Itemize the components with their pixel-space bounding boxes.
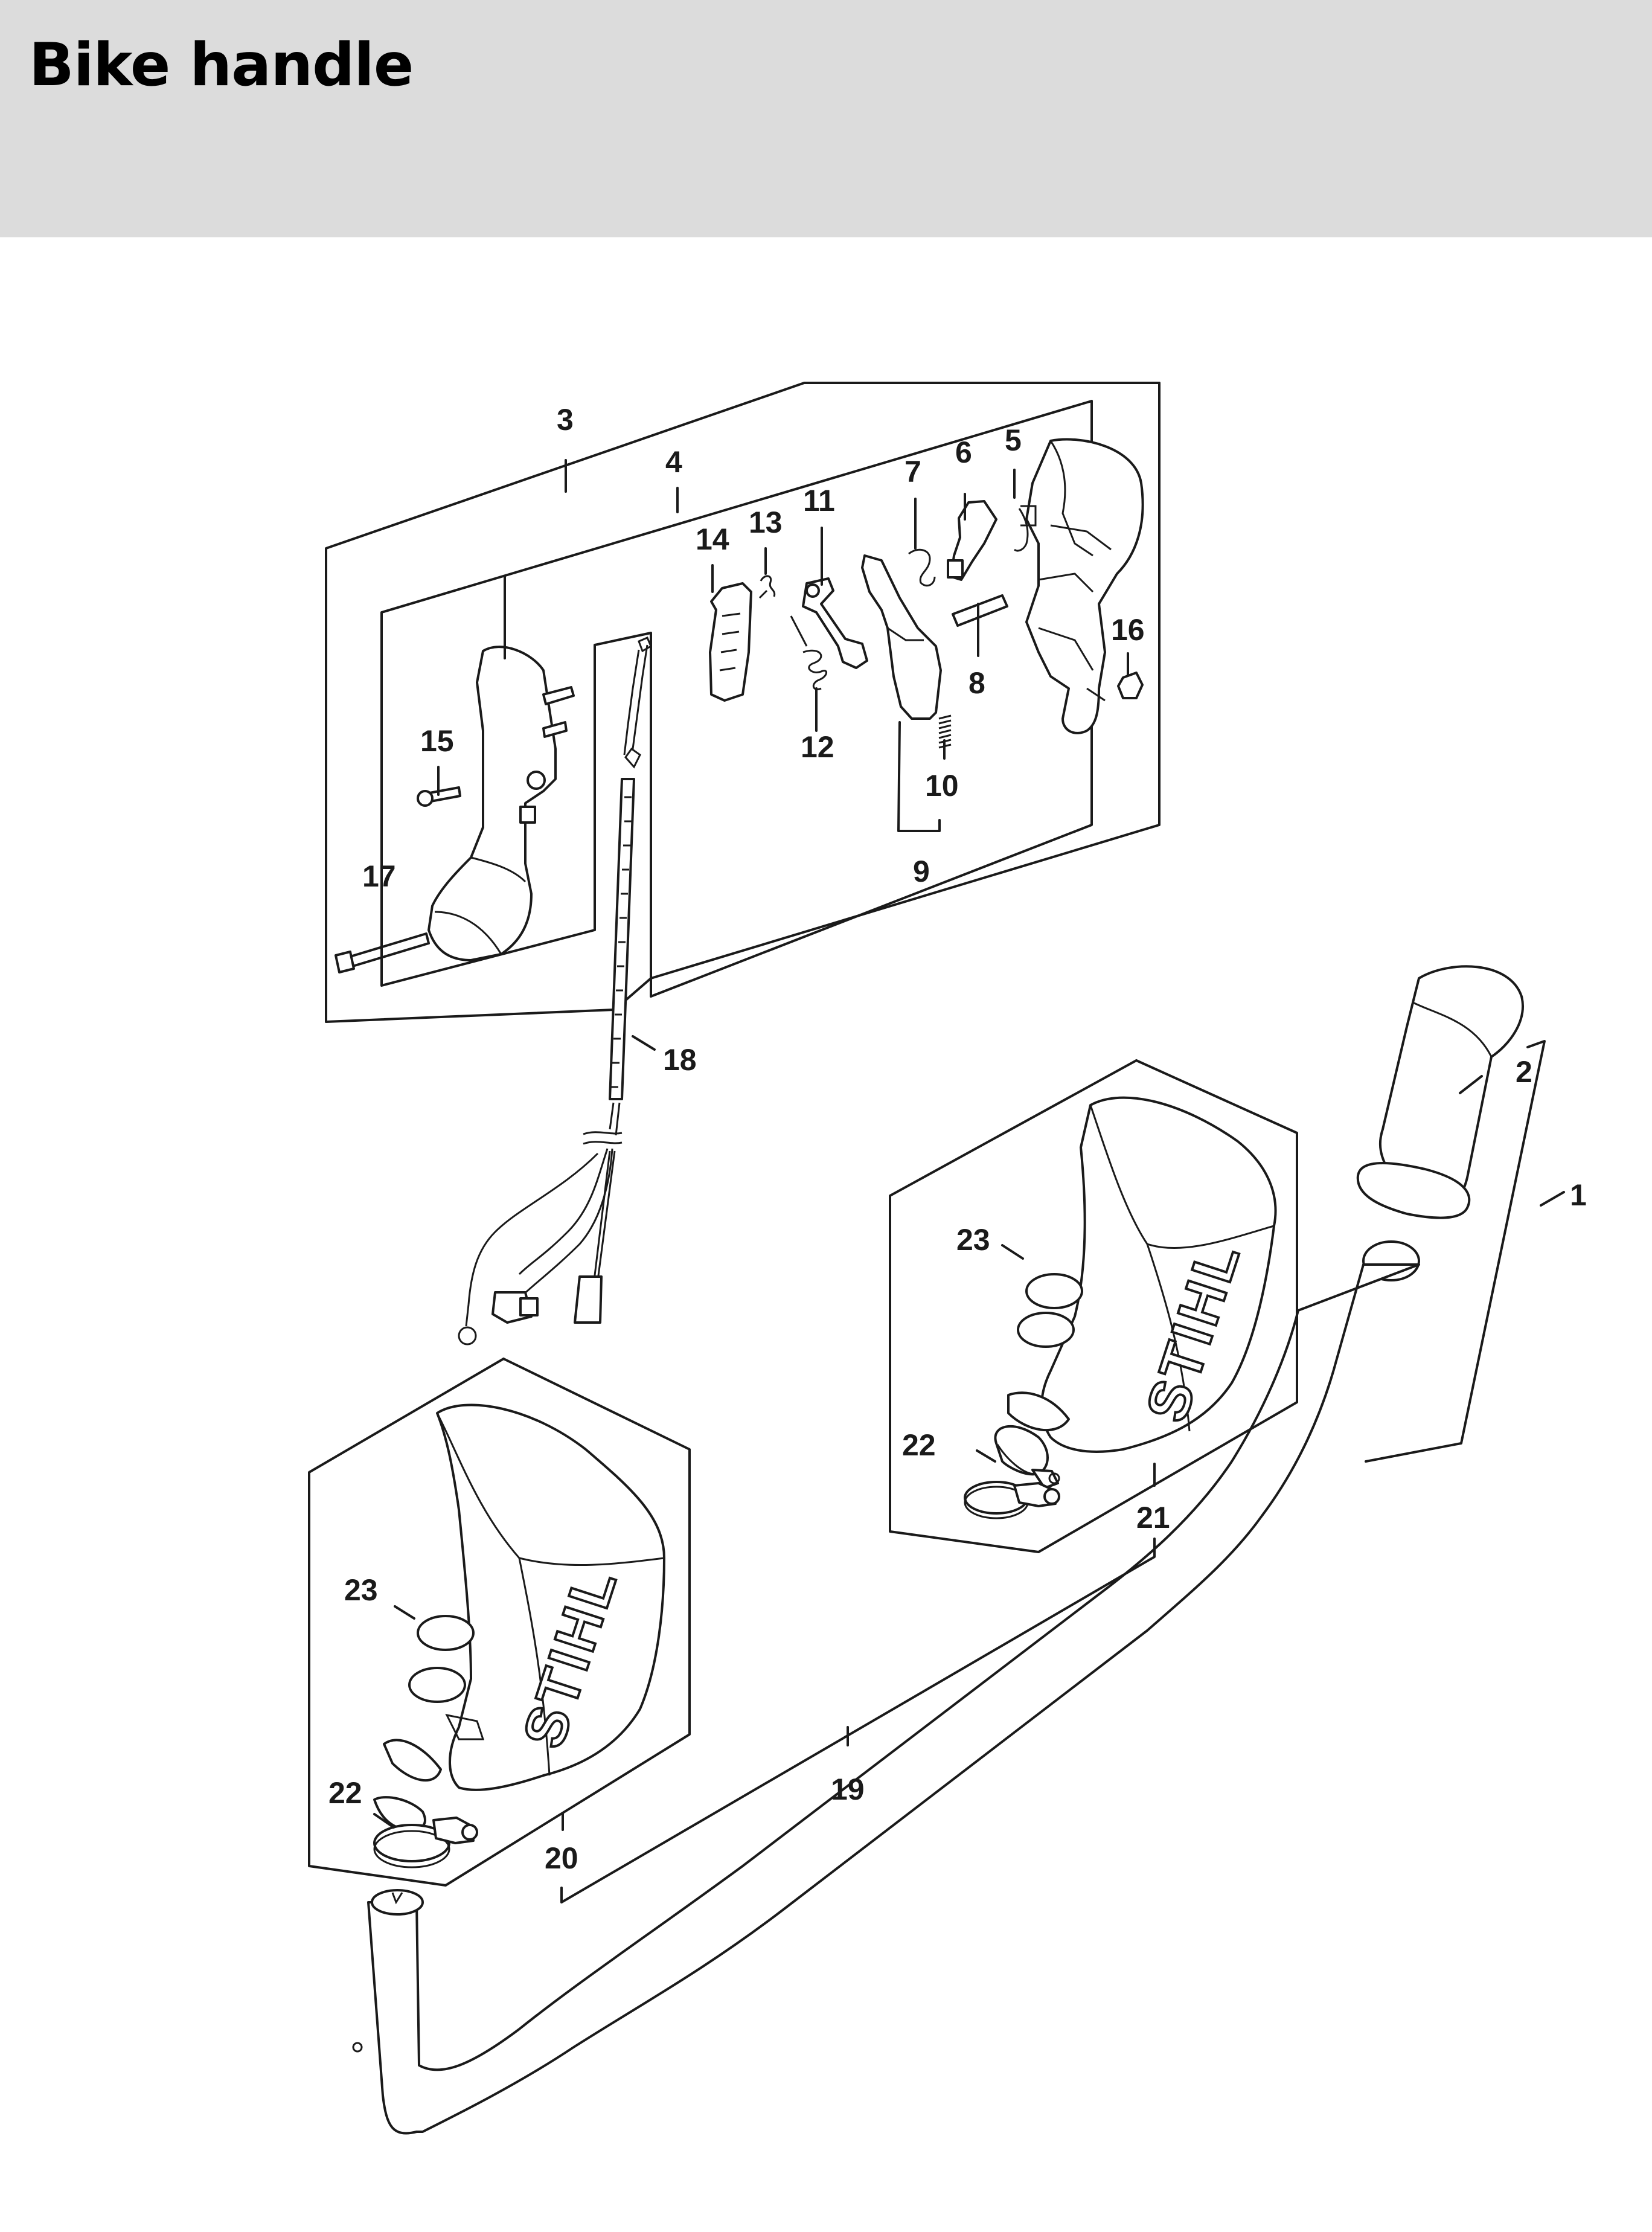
- page-title: Bike handle: [29, 31, 414, 100]
- callout-22b: 22: [328, 1776, 362, 1810]
- torsion-spring: [908, 548, 936, 587]
- screw-short: [417, 786, 461, 807]
- trigger-part: [861, 554, 942, 720]
- pin-shaft: [952, 594, 1008, 627]
- callout-4: 4: [665, 445, 682, 479]
- throttle-cable: [458, 637, 652, 1345]
- callout-12: 12: [801, 730, 834, 764]
- callout-23a: 23: [956, 1223, 990, 1257]
- callout-17: 17: [362, 859, 396, 893]
- frame-3: [325, 382, 1161, 1023]
- callout-8: 8: [968, 666, 985, 700]
- callout-3: 3: [557, 403, 574, 437]
- callout-20: 20: [545, 1841, 578, 1875]
- handle-grip: [1356, 965, 1524, 1219]
- callout-1: 1: [1570, 1178, 1587, 1212]
- hand-guard-left: STIHL: [308, 1358, 691, 1887]
- callout-19: 19: [831, 1772, 865, 1806]
- callout-9: 9: [913, 855, 930, 888]
- screw-long: [335, 932, 430, 973]
- callout-13: 13: [749, 505, 783, 539]
- callout-5: 5: [1005, 423, 1022, 457]
- compression-spring: [938, 714, 952, 749]
- callout-16: 16: [1111, 613, 1145, 647]
- callout-23b: 23: [344, 1573, 378, 1607]
- hose-clamp-right: [964, 1481, 1060, 1519]
- callout-15: 15: [420, 724, 454, 758]
- lever-part: [947, 500, 997, 581]
- callout-21: 21: [1136, 1501, 1170, 1534]
- callout-6: 6: [955, 435, 972, 469]
- hand-guard-right: STIHL: [889, 1059, 1298, 1553]
- handle-housing: [1014, 438, 1144, 734]
- callout-10: 10: [925, 769, 959, 803]
- callout-11: 11: [803, 484, 835, 518]
- hose-clamp-left: [373, 1817, 478, 1868]
- small-spring: [758, 575, 776, 599]
- handle-half: [427, 646, 575, 961]
- handle-bar: [352, 1240, 1420, 2135]
- callout-labels: 1 2 3 4 5 6 7 8 9 10 11 12 13 14 15 16 1…: [328, 403, 1587, 1875]
- interlock-spring: [790, 615, 827, 690]
- callout-14: 14: [696, 522, 729, 556]
- hex-nut: [1117, 672, 1144, 699]
- slide-part: [709, 582, 752, 702]
- callout-22a: 22: [902, 1428, 936, 1462]
- callout-7: 7: [904, 455, 921, 489]
- header-bar: Bike handle: [0, 0, 1652, 237]
- leader-lines: [373, 469, 1565, 1903]
- locking-lever: [802, 577, 868, 669]
- callout-2: 2: [1516, 1055, 1532, 1089]
- callout-18: 18: [663, 1043, 697, 1077]
